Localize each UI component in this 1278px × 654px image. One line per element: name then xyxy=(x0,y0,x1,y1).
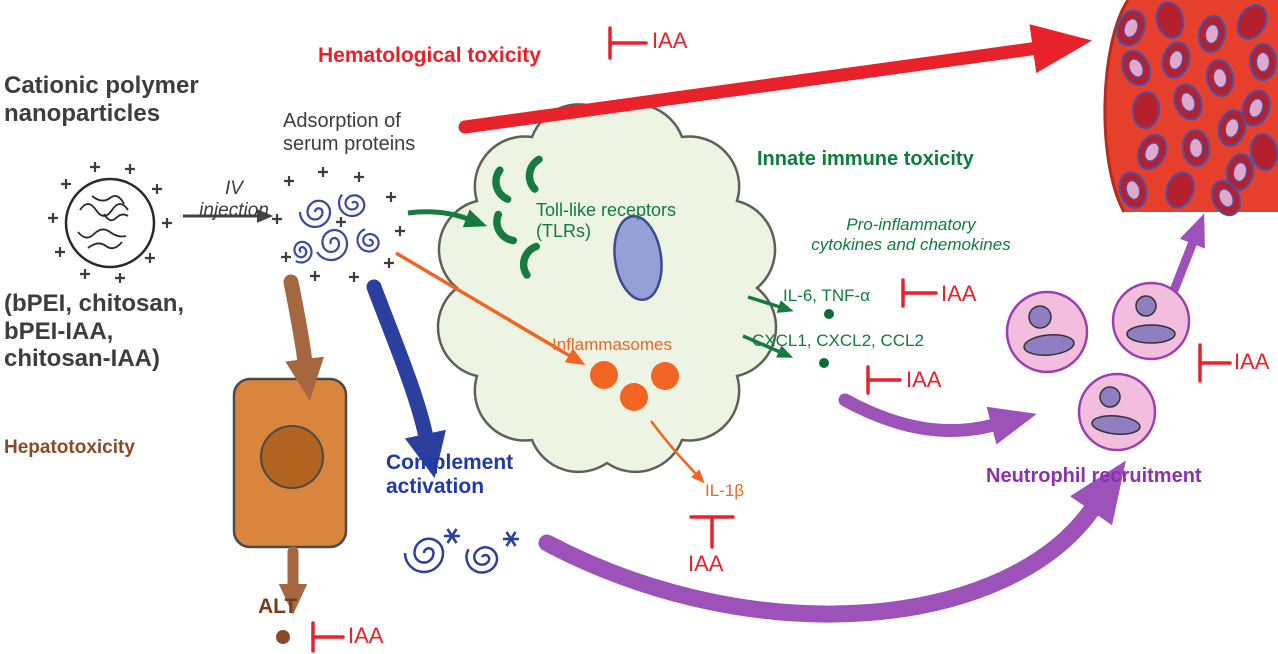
iaa-label-alt: IAA xyxy=(348,623,384,648)
proinflammatory-label: Pro-inflammatory cytokines and chemokine… xyxy=(811,215,1011,254)
neutrophil-recruitment-label: Neutrophil recruitment xyxy=(986,465,1202,487)
inhibit-hematological-icon xyxy=(608,26,648,60)
macrophage-cell xyxy=(436,103,778,474)
arrow-hepatic xyxy=(283,274,324,401)
inhibit-il6-icon xyxy=(901,278,938,308)
arrow-complement-to-neutrophil xyxy=(538,460,1126,623)
inflammasomes-label: Inflammasomes xyxy=(552,335,672,354)
arrow-complement xyxy=(366,279,446,479)
hepatocyte-nucleus xyxy=(260,425,324,489)
arrow-neutrophil-recruit xyxy=(838,393,1037,445)
arrow-il1b xyxy=(649,420,705,484)
neutrophils xyxy=(1005,281,1191,452)
chemokine-dot xyxy=(819,358,829,368)
arrow-to-inflammasome xyxy=(395,251,586,366)
iaa-label-il1b: IAA xyxy=(688,551,724,576)
polymer-squiggles xyxy=(77,195,129,250)
title: Cationic polymer nanoparticles xyxy=(4,72,199,127)
inhibit-chemokine-icon xyxy=(866,365,902,395)
alt-label: ALT xyxy=(258,595,298,618)
neutrophil-cell xyxy=(1005,290,1089,374)
arrow-cytokine-2 xyxy=(742,334,794,358)
adsorption-label: Adsorption of serum proteins xyxy=(283,110,416,155)
hematological-toxicity-label: Hematological toxicity xyxy=(318,44,541,67)
innate-immune-toxicity-label: Innate immune toxicity xyxy=(757,148,974,170)
cytokine-dot xyxy=(824,309,834,319)
arrow-neutrophil-to-vessel xyxy=(1166,213,1205,303)
iaa-label-il6: IAA xyxy=(941,281,977,306)
nanoparticle-plain xyxy=(46,160,174,285)
arrow-hematological xyxy=(458,24,1093,134)
hepatotoxicity-label: Hepatotoxicity xyxy=(4,437,135,458)
neutrophil-cell xyxy=(1111,281,1191,361)
arrow-cytokine-1 xyxy=(747,295,794,313)
positive-charges xyxy=(270,165,407,284)
polymer-list: (bPEI, chitosan, bPEI-IAA, chitosan-IAA) xyxy=(4,290,185,373)
neutrophil-cell xyxy=(1077,372,1157,452)
inhibit-alt-icon xyxy=(311,621,345,653)
iaa-label-hematological: IAA xyxy=(652,28,688,53)
complement-activation-label: Complement activation xyxy=(386,451,514,499)
inflammasome-icons xyxy=(590,361,679,411)
inhibit-neutrophil-icon xyxy=(1198,343,1232,383)
macrophage-nucleus xyxy=(613,215,663,301)
iaa-label-neutrophil: IAA xyxy=(1234,349,1270,374)
iaa-label-chemokines: IAA xyxy=(906,367,942,392)
complement-glyphs xyxy=(403,527,521,580)
nanoparticle-adsorbed xyxy=(270,165,407,284)
blood-vessel xyxy=(1103,0,1278,221)
hepatocyte xyxy=(232,377,348,549)
inhibit-il1b-icon xyxy=(689,515,735,549)
alt-dot xyxy=(276,630,290,644)
il6-tnf-label: IL-6, TNF-α xyxy=(783,286,870,305)
iv-injection-label: IV injection xyxy=(199,178,269,221)
il1b-label: IL-1β xyxy=(705,481,745,500)
arrow-to-tlr xyxy=(407,209,488,228)
tlr-label: Toll-like receptors (TLRs) xyxy=(536,200,677,241)
chemokines-label: CXCL1, CXCL2, CCL2 xyxy=(752,331,924,350)
